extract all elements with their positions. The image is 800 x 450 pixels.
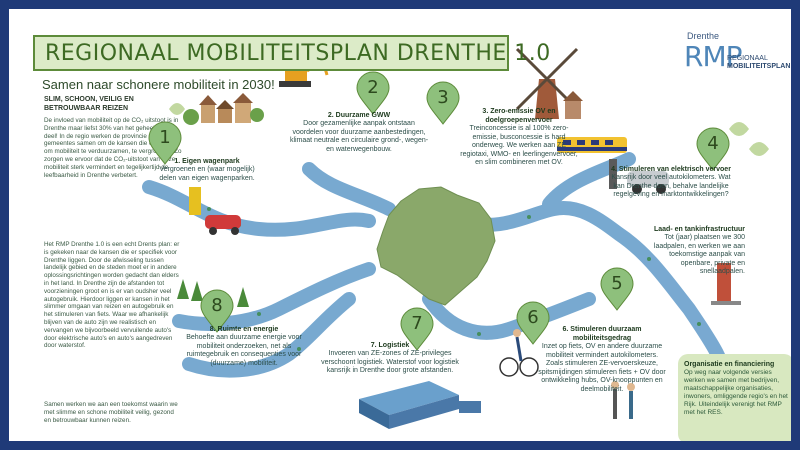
village-illustration: [183, 93, 264, 125]
organisation-box: Organisatie en financiering Op weg naar …: [678, 354, 791, 441]
logo-region: Drenthe: [687, 31, 720, 41]
people-illustration: [499, 329, 635, 419]
warehouse-illustration: [359, 381, 481, 429]
intro-paragraph: Het RMP Drenthe 1.0 is een echt Drents p…: [44, 241, 180, 350]
pin-number: 8: [211, 295, 223, 316]
road-car-dot: [297, 347, 301, 351]
pin-number: 6: [527, 307, 539, 328]
road-car-dot: [477, 332, 481, 336]
pin-marker-4: 4: [695, 127, 731, 171]
card-title: 8. Ruimte en energie: [209, 326, 279, 333]
card-text: Invoeren van ZE-zones of ZE-privileges v…: [321, 350, 459, 375]
pin-marker-2: 2: [355, 71, 391, 115]
title-banner: REGIONAAL MOBILITEITSPLAN DRENTHE 1.0: [33, 35, 550, 71]
infographic-frame: REGIONAAL MOBILITEITSPLAN DRENTHE 1.0 Sa…: [9, 9, 791, 441]
intro-heading: SLIM, SCHOON, VEILIG EN BETROUWBAAR REIZ…: [44, 96, 134, 112]
card-title: 4. Stimuleren van elektrisch vervoer: [611, 166, 731, 173]
card-zero-emissie-ov: 3. Zero-emissie OV en doelgroepenvervoer…: [459, 107, 579, 168]
organisation-title: Organisatie en financiering: [684, 361, 775, 368]
pin-number: 2: [367, 77, 379, 98]
pin-number: 7: [411, 313, 423, 334]
card-title: Laad- en tankinfrastructuur: [653, 226, 745, 233]
card-text: Vergroenen en (waar mogelijk) delen van …: [159, 166, 255, 182]
road-path: [172, 262, 376, 331]
card-eigen-wagenpark: 1. Eigen wagenpark Vergroenen en (waar m…: [157, 157, 257, 183]
organisation-text: Op weg naar volgende versies werken we s…: [684, 369, 788, 416]
road-path: [462, 201, 736, 396]
road-car-dot: [697, 322, 701, 326]
card-elektrisch-vervoer: 4. Stimuleren van elektrisch vervoer Kan…: [611, 165, 731, 200]
card-title: 6. Stimuleren duurzaam mobiliteitsgedrag: [562, 326, 642, 342]
card-text: Inzet op fiets, OV en andere duurzame mo…: [538, 343, 666, 393]
card-laad-tankinfrastructuur: Laad- en tankinfrastructuur Tot (jaar) p…: [649, 225, 745, 277]
card-text: Tot (jaar) plaatsen we 300 laadpalen, en…: [653, 234, 745, 276]
card-text: Treinconcessie is al 100% zero-emissie, …: [460, 125, 578, 167]
pin-marker-3: 3: [425, 81, 461, 125]
road-car-dot: [527, 215, 531, 219]
logo-mark: RMP: [684, 40, 742, 73]
page-title: REGIONAAL MOBILITEITSPLAN DRENTHE 1.0: [45, 40, 551, 66]
pin-number: 3: [437, 87, 449, 108]
electric-car-illustration: [609, 159, 669, 194]
windmill-illustration: [515, 47, 583, 119]
page-subtitle: Samen naar schonere mobiliteit in 2030!: [42, 77, 275, 92]
road-path: [182, 292, 356, 378]
card-title: 2. Duurzame GWW: [327, 112, 391, 119]
leaf-decoration: [729, 122, 749, 136]
pin-marker-7: 7: [399, 307, 435, 351]
charging-station-illustration: [711, 263, 741, 305]
logo-text-line1: REGIONAAL: [727, 55, 768, 62]
card-title: 3. Zero-emissie OV en doelgroepenvervoer: [482, 108, 556, 124]
card-title: 7. Logistiek: [370, 342, 410, 349]
intro-paragraph: De invloed van mobiliteit op de CO₂ uits…: [44, 117, 182, 179]
card-duurzaam-mobiliteitsgedrag: 6. Stimuleren duurzaam mobiliteitsgedrag…: [537, 325, 667, 395]
pin-marker-5: 5: [599, 267, 635, 311]
road-car-dot: [647, 257, 651, 261]
red-car-illustration: [189, 187, 241, 235]
leaf-decoration: [749, 142, 769, 156]
card-title: 1. Eigen wagenpark: [174, 158, 240, 165]
card-text: Behoefte aan duurzame energie voor mobil…: [186, 334, 302, 367]
leaf-decoration: [169, 103, 185, 115]
pin-number: 1: [159, 127, 171, 148]
pin-marker-1: 1: [147, 121, 183, 165]
card-text: Kansrijk door veel autokilometers. Wat k…: [611, 174, 731, 199]
logo-text-line2: MOBILITEITSPLAN: [727, 63, 791, 70]
road-car-dot: [257, 312, 261, 316]
card-ruimte-energie: 8. Ruimte en energie Behoefte aan duurza…: [181, 325, 307, 368]
road-path: [422, 292, 596, 340]
card-logistiek: 7. Logistiek Invoeren van ZE-zones of ZE…: [321, 341, 459, 376]
intro-paragraph: Samen werken we aan een toekomst waarin …: [44, 401, 178, 424]
tree-illustration: [177, 279, 249, 307]
road-path: [542, 152, 636, 211]
pin-number: 4: [707, 133, 719, 154]
drenthe-map: [376, 186, 496, 306]
pin-marker-8: 8: [199, 289, 235, 333]
pin-marker-6: 6: [515, 301, 551, 345]
card-duurzame-gww: 2. Duurzame GWW Door gezamenlijke aanpak…: [289, 111, 429, 154]
train-illustration: [557, 137, 627, 153]
illustration-layer: [142, 47, 769, 429]
road-path: [302, 162, 396, 216]
road-path: [142, 180, 376, 237]
card-text: Door gezamenlijke aanpak ontstaan voorde…: [289, 120, 429, 153]
road-car-dot: [207, 207, 211, 211]
pin-number: 5: [611, 273, 623, 294]
